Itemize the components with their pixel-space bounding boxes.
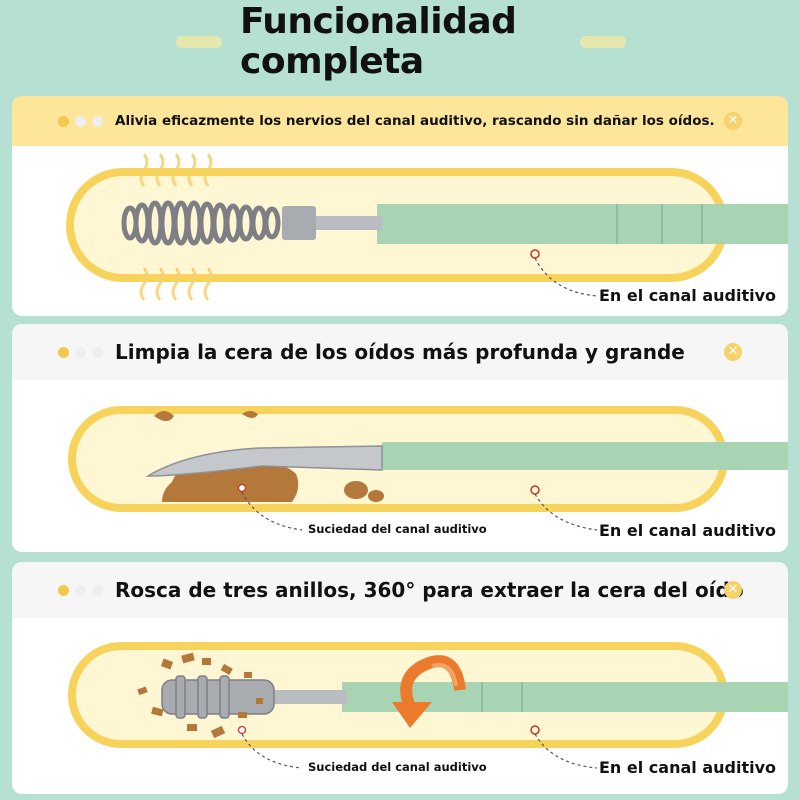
- window-dots: [58, 346, 103, 358]
- dot-icon: [75, 115, 86, 127]
- canal-label: En el canal auditivo: [599, 521, 776, 540]
- marker-icon: [237, 483, 247, 493]
- dirt-label: Suciedad del canal auditivo: [308, 760, 487, 774]
- feature-panel-scratch: Alivia eficazmente los nervios del canal…: [12, 96, 788, 316]
- scratch-tool-illustration: [66, 153, 788, 301]
- relief-waves: [139, 153, 213, 301]
- window-dots: [58, 115, 103, 127]
- panel-heading: Alivia eficazmente los nervios del canal…: [115, 113, 715, 129]
- tool-collar: [282, 206, 316, 240]
- dot-icon: [58, 584, 69, 596]
- tool-shaft: [272, 690, 347, 704]
- dot-icon: [58, 346, 69, 358]
- close-icon[interactable]: ✕: [724, 112, 742, 130]
- panel-header: Alivia eficazmente los nervios del canal…: [12, 96, 788, 146]
- feature-panel-scoop: Limpia la cera de los oídos más profunda…: [12, 324, 788, 552]
- wax-flakes: [137, 652, 263, 739]
- dot-icon: [75, 346, 86, 358]
- page-title-line1: Funcionalidad: [240, 1, 517, 42]
- dot-icon: [92, 584, 103, 596]
- panel-heading: Rosca de tres anillos, 360° para extraer…: [115, 578, 744, 602]
- page-title: Funcionalidad completa: [240, 1, 517, 82]
- dot-icon: [58, 115, 69, 127]
- window-dots: [58, 584, 103, 596]
- close-icon[interactable]: ✕: [724, 343, 742, 361]
- close-icon[interactable]: ✕: [724, 581, 742, 599]
- thread-tool-illustration: [68, 642, 788, 769]
- dirt-label: Suciedad del canal auditivo: [308, 522, 487, 536]
- scoop-blade: [145, 445, 383, 477]
- scoop-tool-illustration: [68, 406, 788, 531]
- panel-heading: Limpia la cera de los oídos más profunda…: [115, 340, 685, 364]
- spring-coil: [121, 200, 281, 246]
- decor-blob-right: [580, 36, 626, 48]
- dot-icon: [75, 584, 86, 596]
- canal-label: En el canal auditivo: [599, 286, 776, 305]
- feature-panel-thread: Rosca de tres anillos, 360° para extraer…: [12, 562, 788, 794]
- tool-handle: [382, 442, 788, 470]
- thread-rings: [161, 675, 275, 719]
- panel-header: Limpia la cera de los oídos más profunda…: [12, 324, 788, 380]
- tool-shaft: [312, 216, 382, 230]
- decor-blob-left: [176, 36, 222, 48]
- marker-icon: [237, 725, 247, 735]
- tool-handle: [377, 204, 788, 244]
- page-title-line2: completa: [240, 41, 424, 82]
- dot-icon: [92, 115, 103, 127]
- dot-icon: [92, 346, 103, 358]
- rotation-arrow-icon: [392, 655, 466, 728]
- panel-header: Rosca de tres anillos, 360° para extraer…: [12, 562, 788, 618]
- canal-label: En el canal auditivo: [599, 758, 776, 777]
